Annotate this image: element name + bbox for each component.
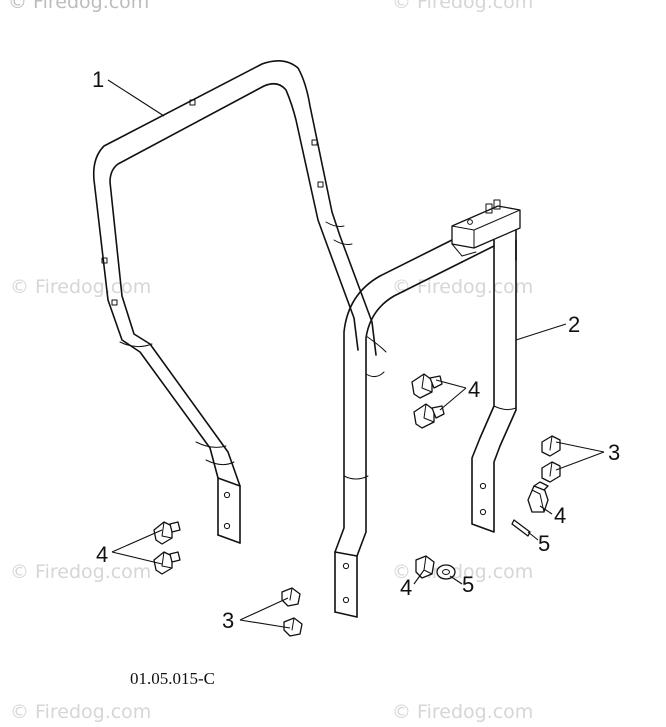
callout-nut-bottom: 4 <box>400 575 412 600</box>
callout-nuts-upper: 4 <box>468 377 480 402</box>
watermark: © Firedog.com <box>10 701 151 723</box>
bolt <box>281 587 301 607</box>
flange-nut <box>153 521 181 545</box>
watermark: © Firedog.com <box>10 276 151 298</box>
watermark: © Firedog.com <box>8 0 149 13</box>
callout-front-frame: 2 <box>568 312 580 337</box>
flange-nut <box>153 551 181 575</box>
flange-nut <box>411 373 443 399</box>
callout-labels: 1 2 4 3 4 5 4 3 4 5 <box>92 67 620 633</box>
callout-bolts-right: 3 <box>608 440 620 465</box>
pin <box>511 519 531 537</box>
callout-rear-frame: 1 <box>92 67 104 92</box>
bolt <box>541 435 561 457</box>
callout-nut-right: 4 <box>554 503 566 528</box>
leader-lines <box>107 79 605 629</box>
bolt <box>541 461 561 483</box>
fasteners <box>153 373 561 637</box>
rear-frame-part <box>92 60 377 544</box>
watermark: © Firedog.com <box>10 561 151 583</box>
callout-bolts-lower-left: 3 <box>222 608 234 633</box>
watermark: © Firedog.com <box>392 701 533 723</box>
watermark: © Firedog.com <box>392 0 533 13</box>
watermark-layer: © Firedog.com © Firedog.com © Firedog.co… <box>8 0 533 723</box>
front-frame-part <box>334 199 521 618</box>
diagram-code: 01.05.015-C <box>130 669 215 688</box>
callout-pin-right: 5 <box>538 531 550 556</box>
watermark: © Firedog.com <box>392 276 533 298</box>
flange-nut <box>413 403 445 429</box>
flange-nut <box>415 555 435 579</box>
washer <box>436 564 456 580</box>
bolt <box>283 617 303 637</box>
callout-nuts-left: 4 <box>96 542 108 567</box>
callout-washer-bottom: 5 <box>462 572 474 597</box>
flange-nut <box>527 481 549 513</box>
